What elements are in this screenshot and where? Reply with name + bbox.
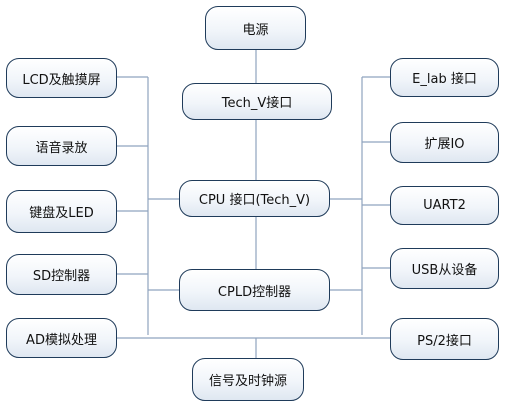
node-signal-clock-source: 信号及时钟源 xyxy=(192,358,304,401)
node-tech-v-interface: Tech_V接口 xyxy=(182,83,332,120)
node-cpld-controller: CPLD控制器 xyxy=(179,269,330,311)
node-lcd-touchscreen: LCD及触摸屏 xyxy=(6,58,117,98)
node-e-lab-interface: E_lab 接口 xyxy=(390,58,499,97)
node-uart2: UART2 xyxy=(390,186,499,225)
node-ps2-interface: PS/2接口 xyxy=(390,318,499,360)
node-power: 电源 xyxy=(205,6,306,50)
node-keypad-led: 键盘及LED xyxy=(6,190,117,233)
node-cpu-interface: CPU 接口(Tech_V) xyxy=(179,180,330,217)
node-sd-controller: SD控制器 xyxy=(6,254,117,295)
node-usb-slave-device: USB从设备 xyxy=(390,248,499,289)
node-expansion-io: 扩展IO xyxy=(390,122,499,163)
node-ad-analog-processing: AD模拟处理 xyxy=(6,318,117,358)
node-voice-record-play: 语音录放 xyxy=(6,126,117,166)
